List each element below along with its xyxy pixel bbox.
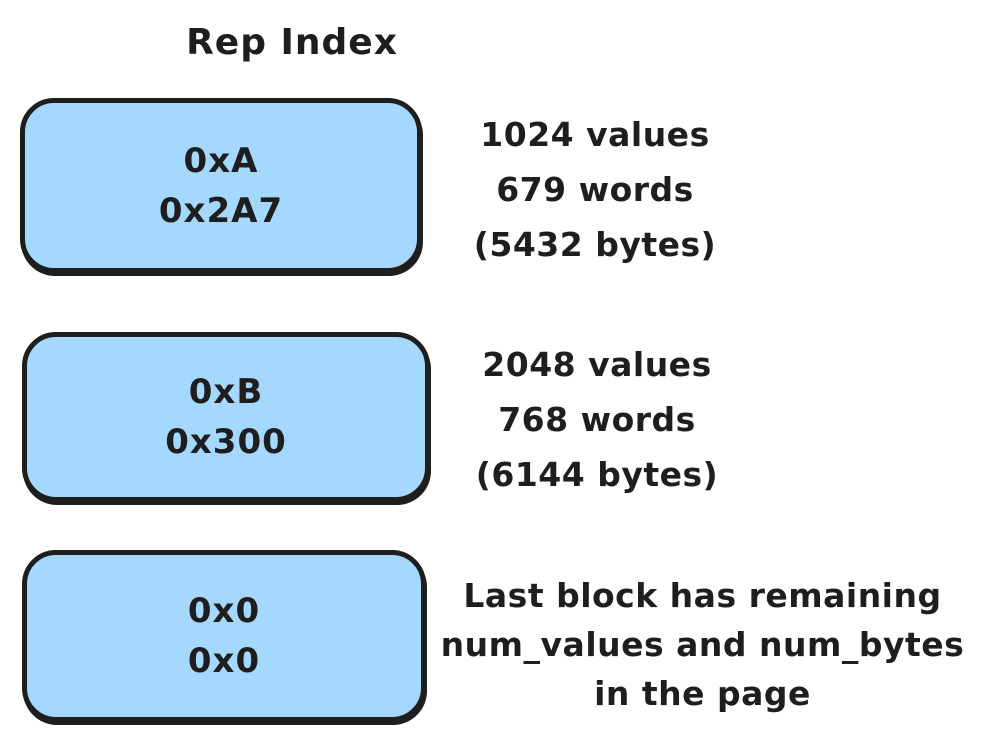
block-1-annotation: 1024 values 679 words (5432 bytes)	[435, 107, 755, 272]
block-1-note-values: 1024 values	[480, 115, 710, 154]
block-3-rep-value: 0x0	[187, 591, 261, 631]
block-3-annotation: Last block has remaining num_values and …	[420, 571, 985, 718]
block-1-rep-value: 0xA	[183, 140, 259, 181]
block-3-note-line-2: num_values and num_bytes	[440, 625, 965, 664]
block-3-note-line-3: in the page	[594, 674, 811, 713]
block-2-note-bytes: (6144 bytes)	[475, 455, 719, 494]
rep-index-block-2: 0xB 0x300	[22, 332, 430, 502]
block-2-index-value: 0x300	[165, 422, 287, 462]
block-2-annotation: 2048 values 768 words (6144 bytes)	[437, 337, 757, 502]
block-1-index-value: 0x2A7	[158, 190, 284, 231]
diagram-title: Rep Index	[186, 22, 398, 63]
block-3-note-line-1: Last block has remaining	[463, 576, 942, 615]
rep-index-block-3: 0x0 0x0	[22, 550, 426, 722]
block-1-note-words: 679 words	[496, 170, 694, 209]
block-2-rep-value: 0xB	[188, 372, 264, 412]
block-2-note-values: 2048 values	[482, 345, 712, 384]
block-1-note-bytes: (5432 bytes)	[473, 225, 717, 264]
rep-index-block-1: 0xA 0x2A7	[20, 98, 422, 273]
block-2-note-words: 768 words	[498, 400, 696, 439]
block-3-index-value: 0x0	[187, 641, 261, 681]
